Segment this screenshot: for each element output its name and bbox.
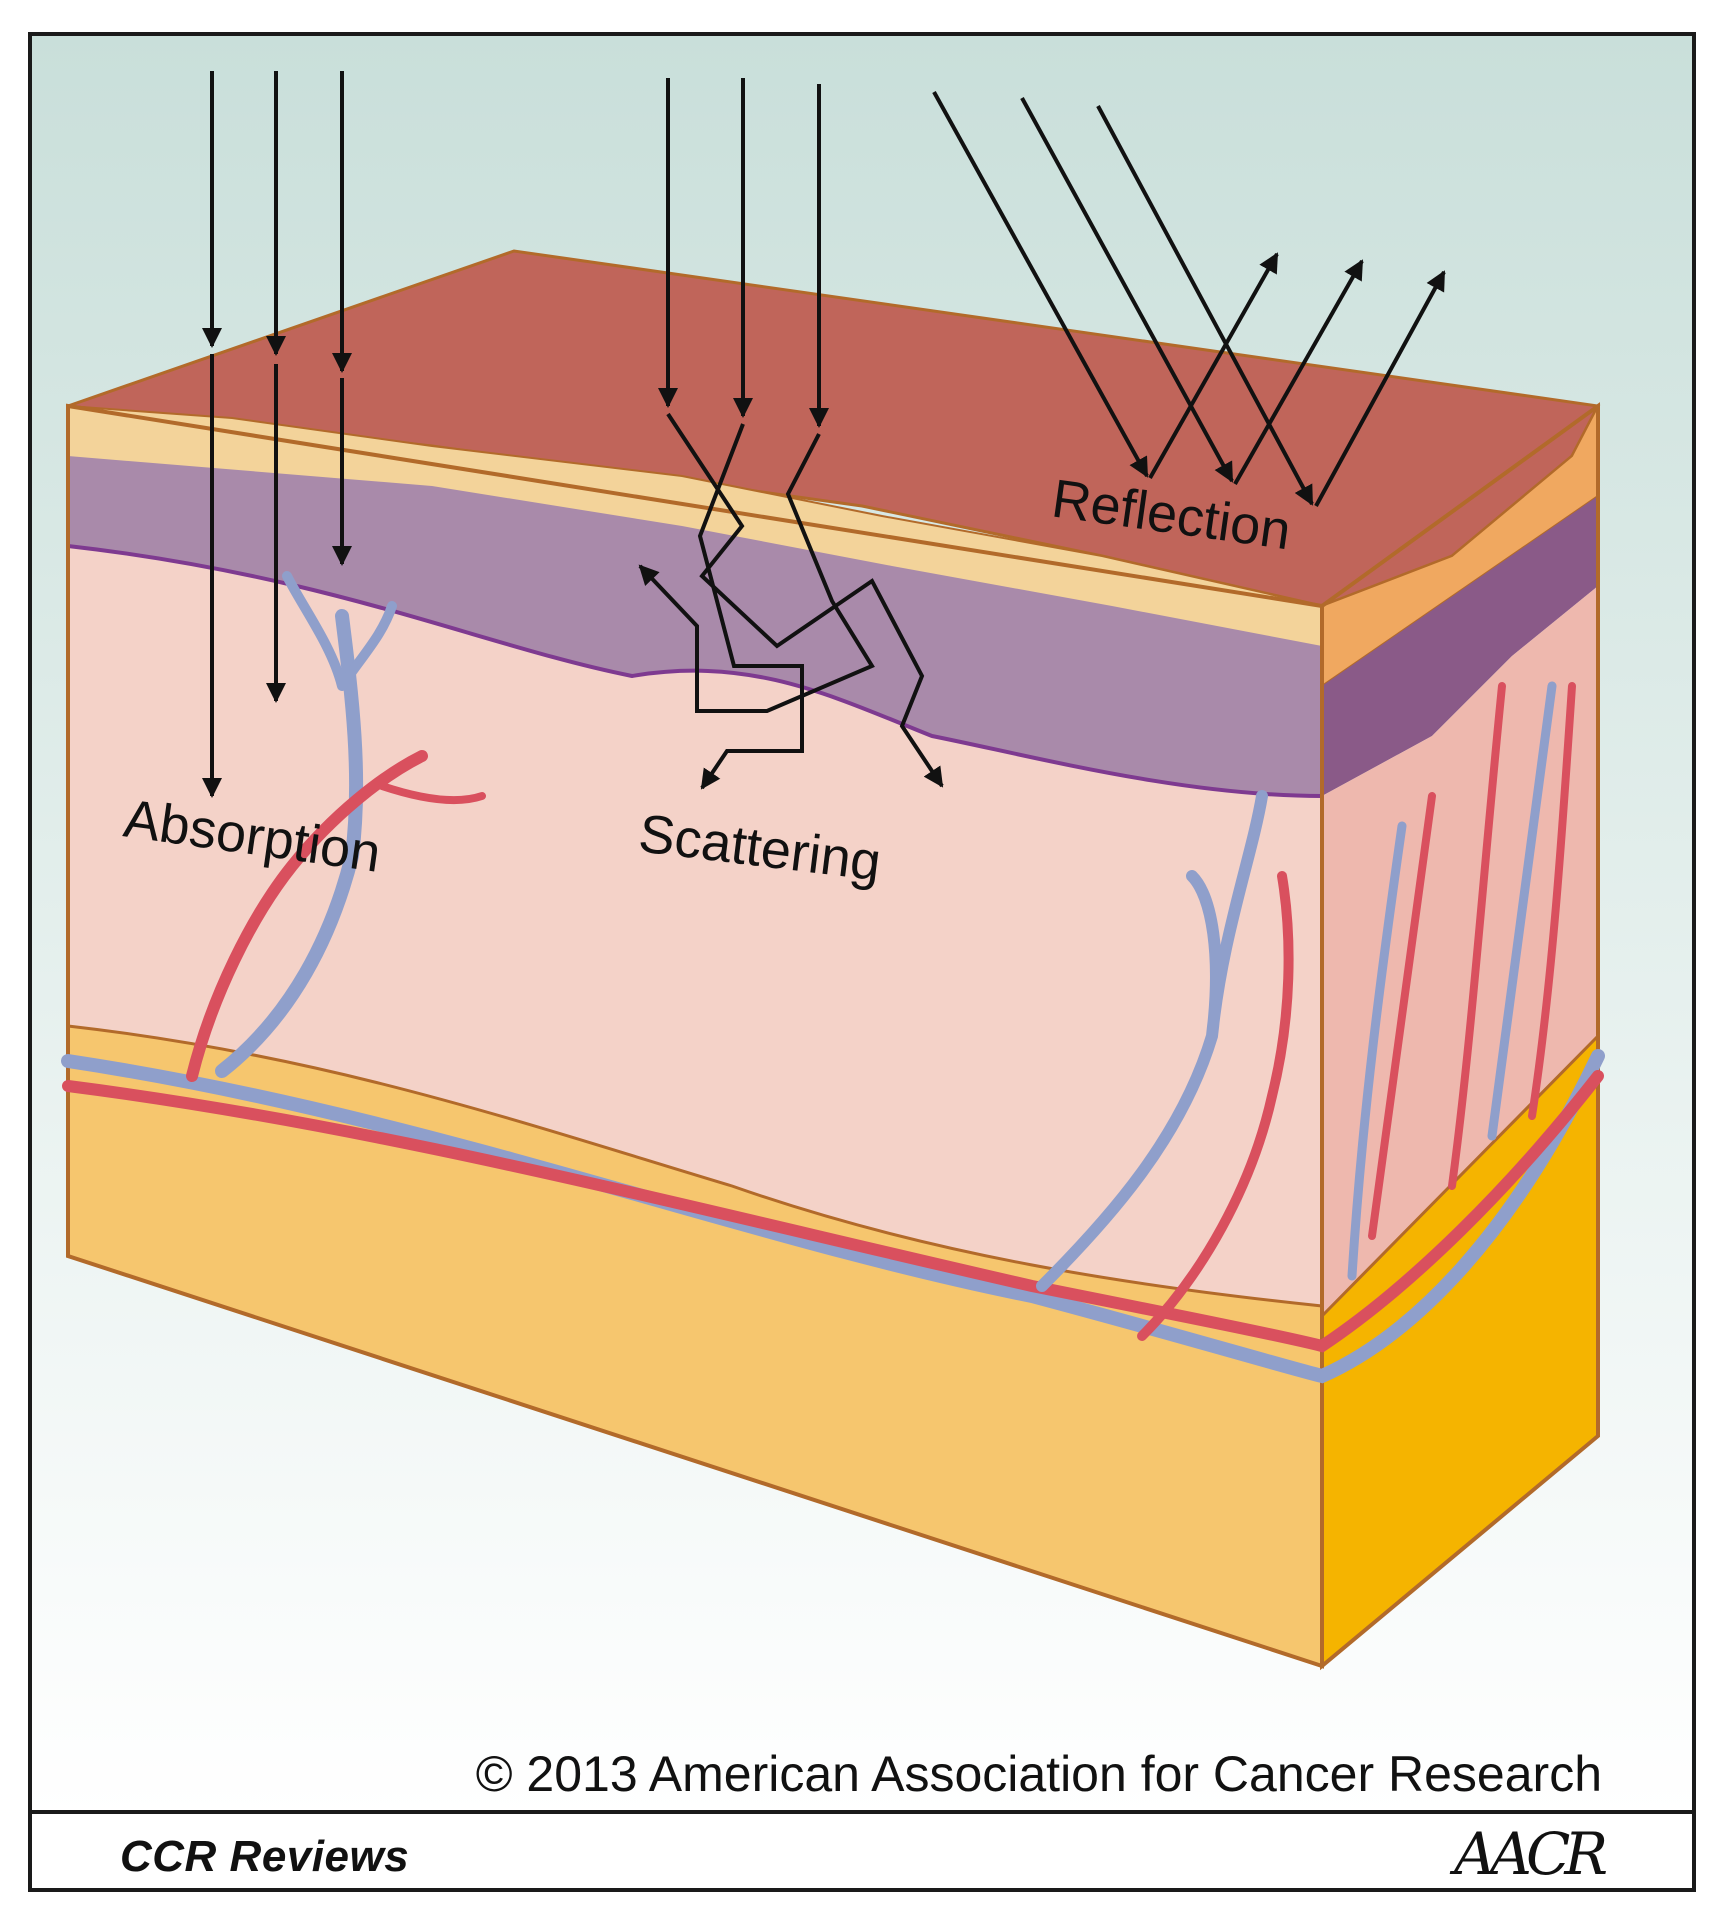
- absorption-arrows: [202, 71, 352, 798]
- blood-vessels: [61, 571, 1605, 1384]
- scattering-path-3: [638, 433, 875, 713]
- figure-footer: CCR Reviews AACR: [32, 1810, 1692, 1888]
- side-veins: [1347, 681, 1557, 1281]
- reflection-incoming-1: [932, 91, 1149, 478]
- vein-branch-left-fork: [282, 571, 397, 691]
- artery-main: [62, 1070, 1604, 1353]
- side-vessels: [1368, 682, 1576, 1240]
- reflection-outgoing-3: [1314, 270, 1446, 507]
- vein-main: [61, 1049, 1605, 1384]
- aacr-logo: AACR: [1454, 1820, 1608, 1888]
- dermis-layer: [68, 546, 1322, 1306]
- skin-light-diagram: Absorption Scattering Reflection © 2013 …: [32, 36, 1692, 1816]
- reflection-arrows: [932, 91, 1446, 507]
- side-face-outline: [1320, 402, 1600, 1671]
- vein-branch-left: [215, 609, 364, 1078]
- figure-frame: Absorption Scattering Reflection © 2013 …: [28, 32, 1696, 1892]
- reflection-incoming-2: [1020, 97, 1234, 483]
- dermis-boundary-line: [67, 544, 1323, 798]
- reflection-incoming-3: [1096, 105, 1314, 506]
- journal-name: CCR Reviews: [120, 1832, 410, 1881]
- reflection-outgoing-2: [1233, 259, 1364, 485]
- side-face-dermis: [1322, 586, 1598, 1316]
- copyright-notice: © 2013 American Association for Cancer R…: [476, 1746, 1602, 1802]
- scattering-path-1: [666, 412, 944, 788]
- artery-branch-left: [186, 750, 428, 1082]
- reflection-outgoing-1: [1148, 252, 1279, 479]
- artery-branch-left-fork: [378, 782, 486, 805]
- scattering-path-2: [697, 423, 804, 790]
- side-face-basal: [1322, 496, 1598, 796]
- vein-branch-right: [1036, 790, 1268, 1292]
- scattering-arrows: [638, 78, 944, 790]
- artery-branch-right: [1137, 871, 1294, 1341]
